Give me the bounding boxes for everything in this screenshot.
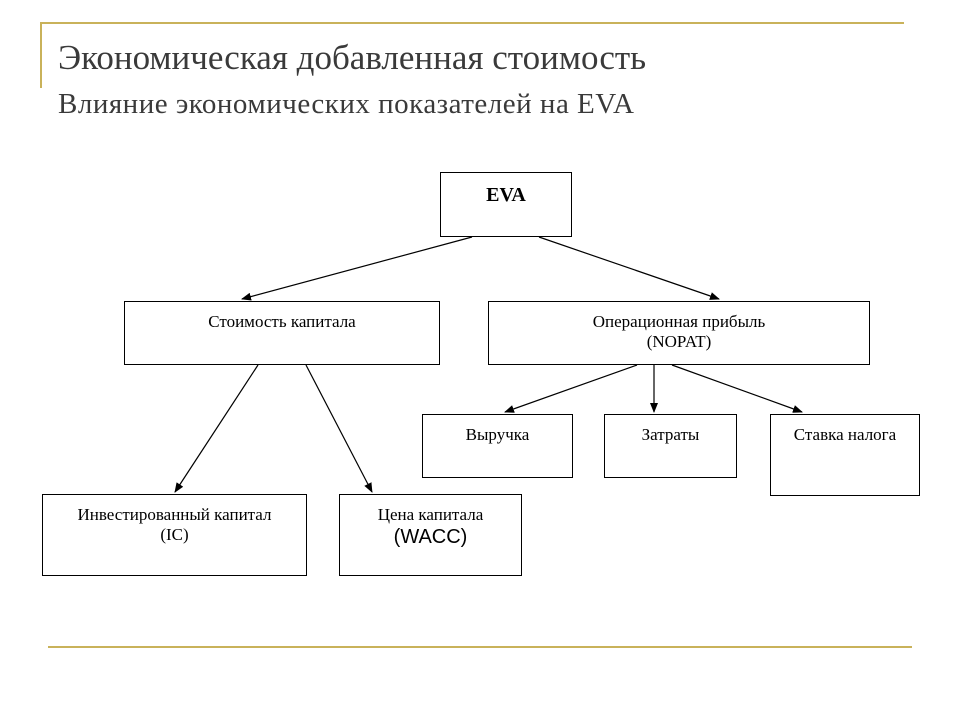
arrow-eva-to-operating-profit — [538, 236, 720, 300]
operating-profit-label: Операционная прибыль — [592, 312, 766, 331]
frame-top-line — [40, 22, 904, 24]
operating-profit-box: Операционная прибыль (NOPAT) — [488, 301, 870, 365]
slide-subtitle: Влияние экономических показателей на EVA — [58, 88, 635, 120]
arrow-eva-to-capital-cost — [241, 236, 473, 301]
tax-rate-box: Ставка налога — [770, 414, 920, 496]
capital-cost-label: Стоимость капитала — [208, 312, 356, 331]
slide-title: Экономическая добавленная стоимость — [58, 38, 647, 77]
capital-price-box: Цена капитала (WACC) — [339, 494, 522, 576]
frame-bottom-line — [48, 646, 912, 648]
arrow-capital-cost-to-capital-price — [305, 364, 373, 493]
invested-capital-box: Инвестированный капитал (IC) — [42, 494, 307, 576]
expenses-box: Затраты — [604, 414, 737, 478]
tax-rate-label: Ставка налога — [793, 425, 897, 444]
capital-cost-box: Стоимость капитала — [124, 301, 440, 365]
eva-box: EVA — [440, 172, 572, 237]
arrow-operating-profit-to-tax-rate — [671, 364, 803, 413]
arrow-capital-cost-to-invested-capital — [174, 364, 259, 493]
invested-capital-label: Инвестированный капитал — [77, 505, 272, 524]
eva-label: EVA — [486, 184, 526, 206]
expenses-label: Затраты — [641, 425, 700, 444]
capital-price-sub: (WACC) — [393, 526, 468, 548]
invested-capital-sub: (IC) — [160, 525, 189, 544]
revenue-label: Выручка — [465, 425, 530, 444]
capital-price-label: Цена капитала — [377, 505, 484, 524]
frame-left-line — [40, 22, 42, 88]
arrow-operating-profit-to-revenue — [504, 364, 638, 413]
operating-profit-sub: (NOPAT) — [646, 332, 712, 351]
revenue-box: Выручка — [422, 414, 573, 478]
